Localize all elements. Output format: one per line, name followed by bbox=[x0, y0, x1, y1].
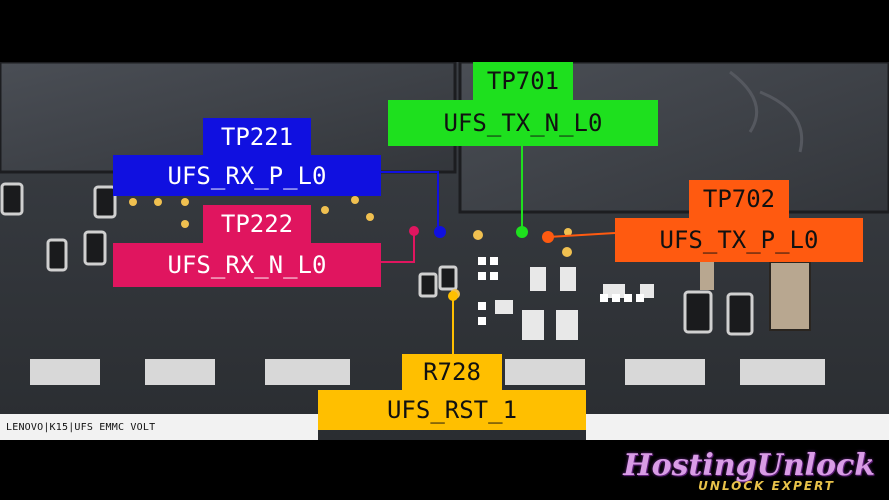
label-tp702-signal: UFS_TX_P_L0 bbox=[615, 218, 863, 262]
label-r728-signal: UFS_RST_1 bbox=[318, 390, 586, 430]
label-tp702-header: TP702 bbox=[689, 180, 789, 218]
label-tp702: TP702 UFS_TX_P_L0 bbox=[615, 180, 863, 262]
label-tp701-header: TP701 bbox=[473, 62, 573, 100]
caption-strip bbox=[0, 414, 318, 440]
label-tp222: TP222 UFS_RX_N_L0 bbox=[113, 205, 381, 287]
label-tp701: TP701 UFS_TX_N_L0 bbox=[388, 62, 658, 146]
label-r728: R728 UFS_RST_1 bbox=[318, 354, 586, 430]
label-tp701-signal: UFS_TX_N_L0 bbox=[388, 100, 658, 146]
brand-logo: HostingUnlock UNLOCK EXPERT bbox=[623, 448, 875, 493]
brand-name: HostingUnlock bbox=[623, 448, 875, 483]
label-tp222-header: TP222 bbox=[203, 205, 311, 243]
caption-text: LENOVO|K15|UFS EMMC VOLT bbox=[6, 422, 156, 433]
label-tp221-header: TP221 bbox=[203, 118, 311, 156]
brand-tagline: UNLOCK EXPERT bbox=[698, 479, 835, 493]
label-tp221-signal: UFS_RX_P_L0 bbox=[113, 155, 381, 196]
label-tp222-signal: UFS_RX_N_L0 bbox=[113, 243, 381, 287]
label-tp221: TP221 UFS_RX_P_L0 bbox=[113, 118, 381, 196]
label-r728-header: R728 bbox=[402, 354, 502, 390]
caption-strip-right bbox=[586, 414, 889, 440]
